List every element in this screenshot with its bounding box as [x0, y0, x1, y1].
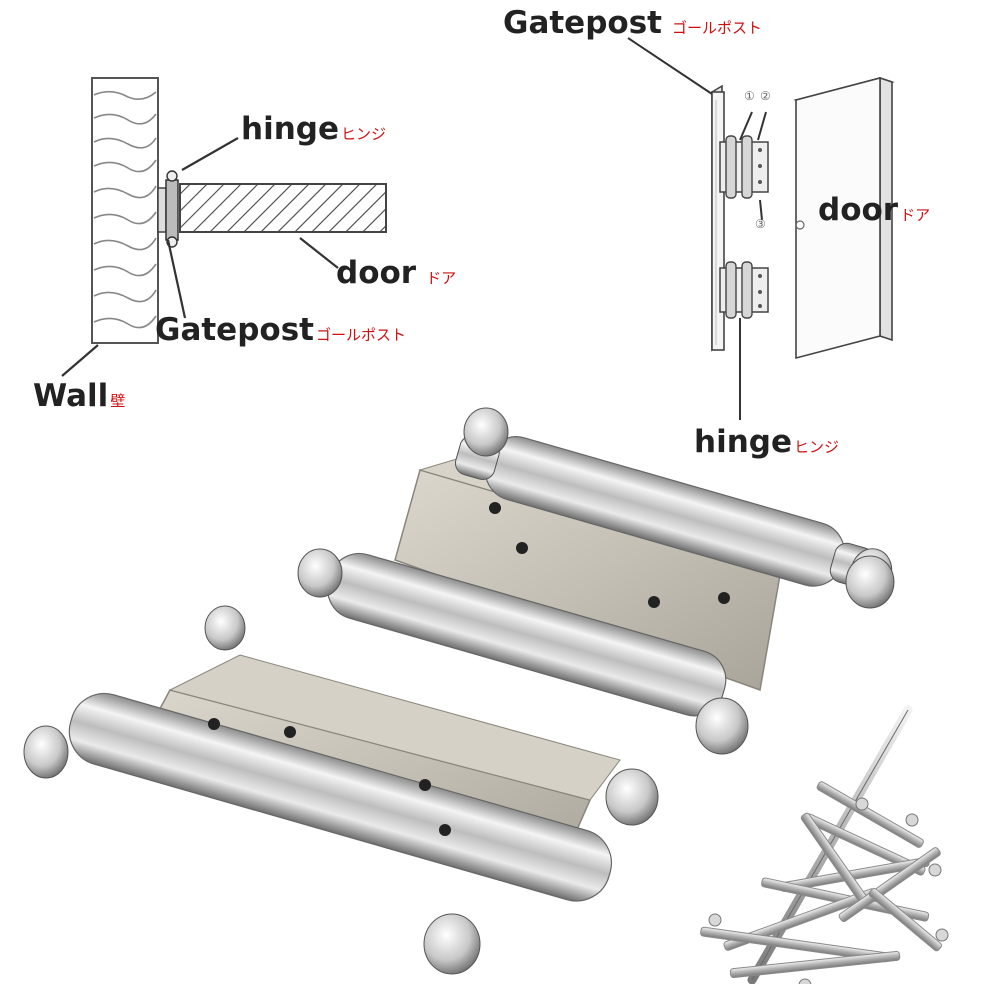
- left-leader-lines: [61, 137, 339, 377]
- right-gatepost-label-en: Gatepost: [503, 5, 662, 41]
- marker-two: ②: [760, 89, 771, 103]
- left-door-label-jp: ドア: [426, 269, 457, 287]
- left-hinge-label-jp: ヒンジ: [340, 125, 386, 143]
- wall-drawing: [91, 77, 159, 344]
- upper-hinge-drawing: [719, 135, 769, 199]
- right-door-label-jp: ドア: [900, 206, 931, 224]
- right-door-label-en: door: [818, 192, 899, 228]
- left-door-label: door ドア: [336, 258, 456, 289]
- front-hinge: [23, 605, 659, 975]
- right-leader-lines: [627, 37, 767, 420]
- wall-label-jp: 壁: [110, 392, 126, 410]
- right-gatepost-label-jp: ゴールポスト: [671, 19, 762, 37]
- marker-three: ③: [755, 217, 766, 231]
- wall-label-en: Wall: [33, 378, 109, 414]
- left-hinge-label-en: hinge: [241, 111, 339, 147]
- door-hatched-drawing: [179, 183, 387, 233]
- screws-and-pin: [700, 705, 949, 984]
- right-hinge-label-jp: ヒンジ: [793, 438, 839, 456]
- left-door-label-en: door: [336, 255, 417, 291]
- right-hinge-label-en: hinge: [694, 424, 792, 460]
- left-gatepost-label-en: Gatepost: [155, 312, 314, 348]
- hinge-side-drawing: [165, 170, 179, 248]
- door-board-drawing: [793, 76, 895, 360]
- marker-one: ①: [744, 89, 755, 103]
- left-gatepost-label-jp: ゴールポスト: [315, 326, 406, 344]
- back-hinge: [297, 407, 895, 755]
- lower-hinge-drawing: [719, 261, 769, 319]
- right-gatepost-label: Gatepost ゴールポスト: [503, 8, 762, 39]
